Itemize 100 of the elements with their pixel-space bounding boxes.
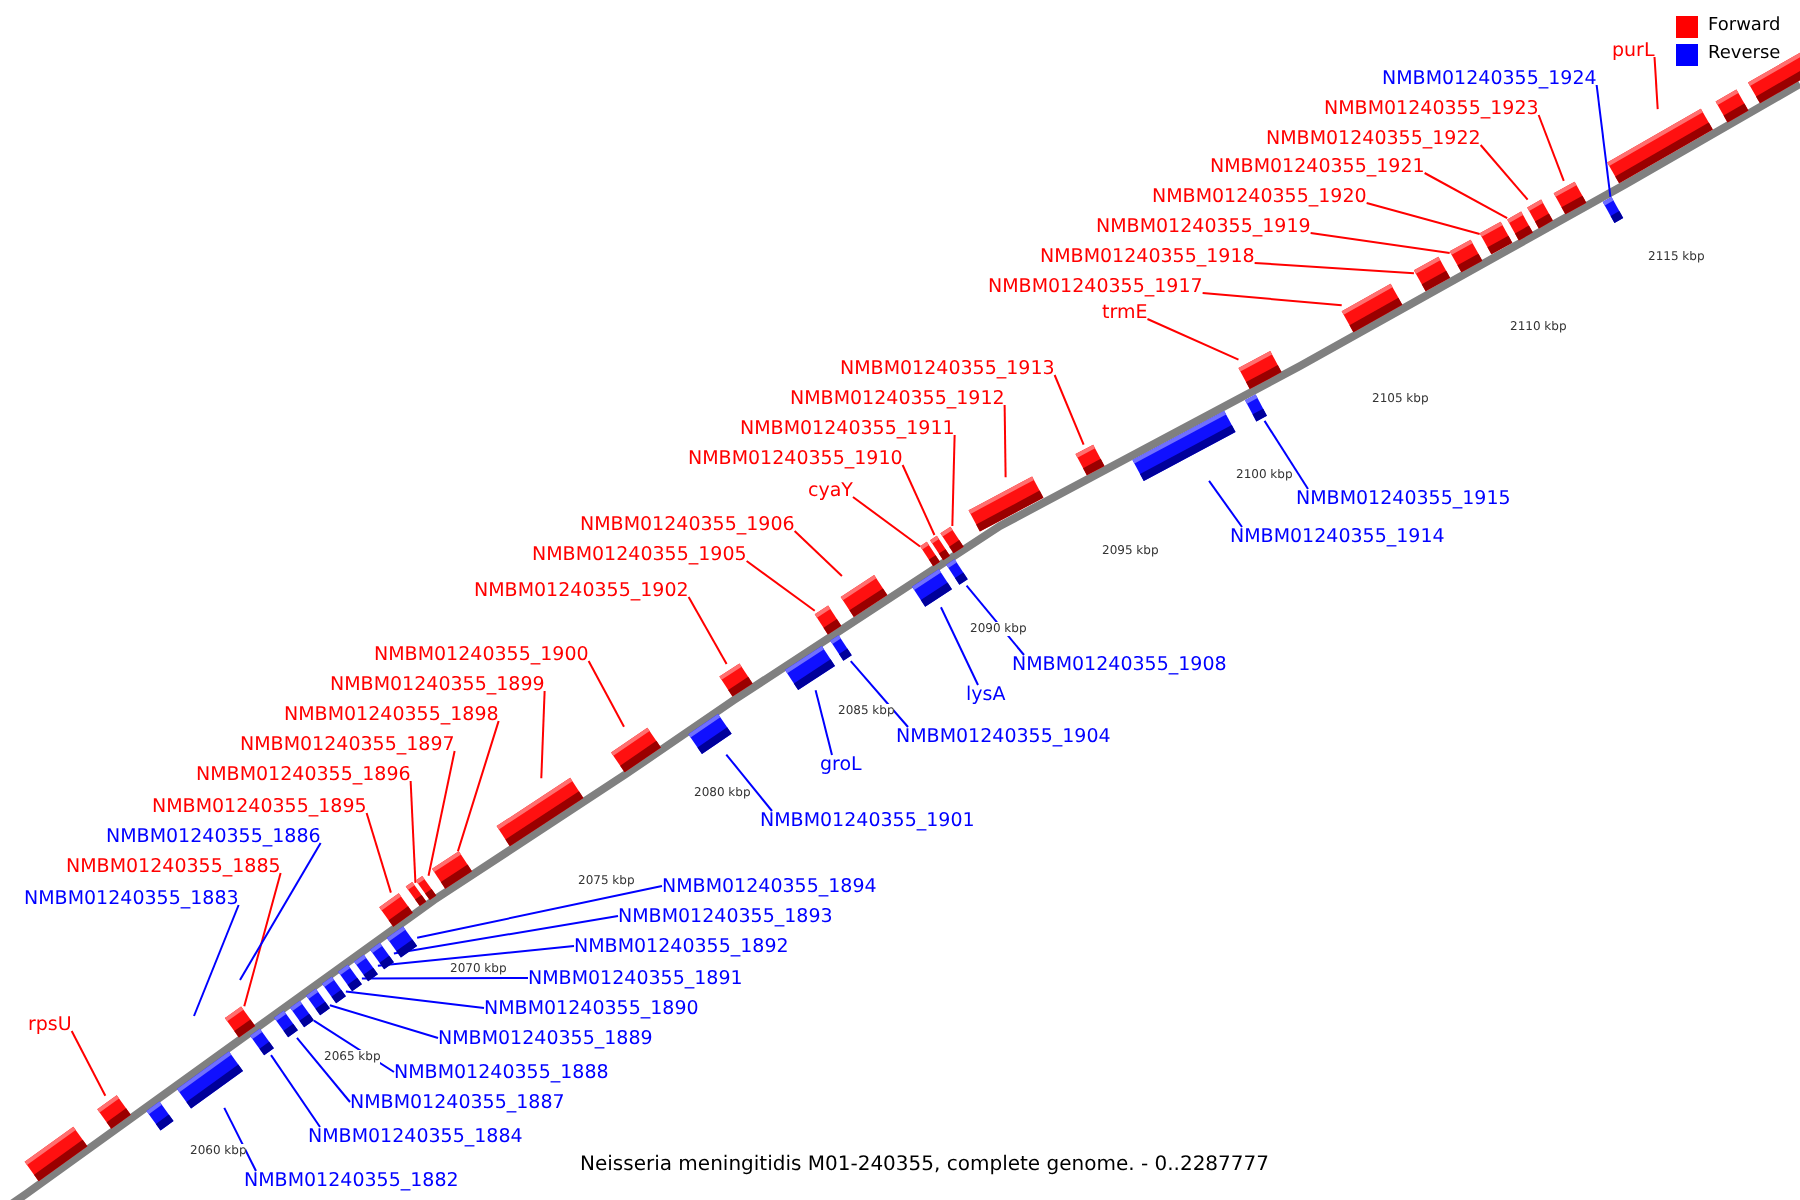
- gene-label: NMBM01240355_1904: [896, 725, 1111, 747]
- leader-line: [1201, 292, 1343, 307]
- leader-line: [1365, 202, 1481, 236]
- leader-line: [687, 596, 728, 666]
- gene-block: [379, 892, 413, 927]
- gene-block: [814, 606, 842, 635]
- gene-block: [829, 635, 851, 662]
- leader-line: [70, 1030, 107, 1097]
- leader-line: [587, 660, 625, 728]
- gene-label: NMBM01240355_1893: [618, 905, 833, 927]
- legend-label: Forward: [1708, 16, 1781, 38]
- gene-label: NMBM01240355_1883: [24, 887, 239, 909]
- gene-label: NMBM01240355_1921: [1210, 155, 1425, 177]
- leader-line: [1653, 56, 1659, 111]
- leader-line: [793, 530, 843, 577]
- gene-label: NMBM01240355_1901: [760, 809, 975, 831]
- gene-label: NMBM01240355_1884: [308, 1125, 523, 1147]
- gene-label: NMBM01240355_1913: [840, 357, 1055, 379]
- leader-line: [1309, 232, 1451, 254]
- leader-line: [1146, 318, 1240, 361]
- gene-label: NMBM01240355_1914: [1230, 525, 1445, 547]
- leader-line: [456, 720, 500, 853]
- leader-line: [745, 560, 816, 612]
- gene-label: trmE: [1102, 301, 1148, 323]
- gene-label: NMBM01240355_1902: [474, 579, 689, 601]
- gene-label: NMBM01240355_1892: [574, 935, 789, 957]
- leader-line: [270, 1054, 321, 1128]
- gene-block: [1715, 88, 1749, 122]
- gene-block: [1238, 350, 1282, 389]
- leader-line: [243, 872, 282, 1008]
- leader-line: [540, 690, 546, 780]
- leader-line: [849, 660, 909, 728]
- gene-block: [274, 1011, 298, 1038]
- gene-label: NMBM01240355_1923: [1324, 97, 1539, 119]
- leader-line: [851, 496, 922, 548]
- leader-line: [223, 1106, 257, 1172]
- caption: Neisseria meningitidis M01-240355, complete genome. - 0..2287777: [580, 1154, 1269, 1178]
- gene-label: NMBM01240355_1896: [196, 763, 411, 785]
- gene-block: [1601, 196, 1623, 223]
- gene-label: NMBM01240355_1908: [1012, 653, 1227, 675]
- gene-block: [945, 560, 967, 586]
- leader-line: [901, 464, 936, 536]
- gene-block: [1527, 199, 1553, 229]
- gene-label: NMBM01240355_1899: [330, 673, 545, 695]
- leader-line: [416, 885, 663, 939]
- legend-label: Reverse: [1708, 44, 1781, 66]
- gene-block: [250, 1028, 274, 1056]
- leader-line: [1003, 404, 1007, 479]
- leader-line: [1537, 114, 1565, 182]
- gene-label: NMBM01240355_1898: [284, 703, 499, 725]
- leader-line: [295, 1036, 351, 1103]
- gene-label: NMBM01240355_1888: [394, 1061, 609, 1083]
- gene-label: groL: [820, 753, 862, 775]
- leader-line: [193, 904, 240, 1017]
- gene-block: [146, 1101, 174, 1130]
- gene-block: [1479, 222, 1513, 255]
- gene-label: NMBM01240355_1922: [1266, 127, 1481, 149]
- leader-line: [1479, 144, 1529, 201]
- leader-line: [1208, 479, 1243, 528]
- gene-block: [1449, 239, 1483, 272]
- gene-block: [338, 965, 362, 992]
- gene-label: NMBM01240355_1917: [988, 275, 1203, 297]
- leader-line: [1253, 262, 1415, 275]
- gene-label: NMBM01240355_1915: [1296, 487, 1511, 509]
- leader-line: [328, 1004, 439, 1039]
- leader-line: [1263, 419, 1309, 490]
- gene-label: rpsU: [28, 1013, 72, 1035]
- leader-line: [1595, 84, 1612, 198]
- gene-block: [97, 1095, 131, 1130]
- leader-line: [1423, 172, 1509, 220]
- gene-block: [306, 988, 330, 1015]
- gene-label: NMBM01240355_1905: [532, 543, 747, 565]
- gene-label: NMBM01240355_1911: [740, 417, 955, 439]
- gene-label: cyaY: [808, 479, 853, 501]
- leader-line: [365, 812, 392, 894]
- leader-line: [725, 753, 773, 812]
- gene-label: NMBM01240355_1919: [1096, 215, 1311, 237]
- gene-label: NMBM01240355_1924: [1382, 67, 1597, 89]
- gene-label: NMBM01240355_1882: [244, 1169, 459, 1191]
- gene-label: NMBM01240355_1910: [688, 447, 903, 469]
- leader-line: [239, 842, 322, 981]
- gene-label: NMBM01240355_1890: [484, 997, 699, 1019]
- gene-label: NMBM01240355_1889: [438, 1027, 653, 1049]
- gene-label: NMBM01240355_1887: [350, 1091, 565, 1113]
- leader-line: [1053, 374, 1085, 446]
- gene-label: NMBM01240355_1885: [66, 855, 281, 877]
- gene-block: [224, 1006, 256, 1038]
- leader-line: [814, 689, 833, 756]
- gene-label: NMBM01240355_1894: [662, 875, 877, 897]
- gene-label: NMBM01240355_1920: [1152, 185, 1367, 207]
- leader-line: [951, 434, 956, 528]
- gene-label: NMBM01240355_1895: [152, 795, 367, 817]
- gene-block: [1245, 394, 1267, 421]
- gene-block: [1507, 210, 1533, 240]
- gene-label: lysA: [966, 683, 1006, 705]
- gene-block: [940, 526, 964, 553]
- gene-label: NMBM01240355_1912: [790, 387, 1005, 409]
- gene-block: [1075, 444, 1105, 476]
- gene-label: NMBM01240355_1886: [106, 825, 321, 847]
- gene-label: NMBM01240355_1918: [1040, 245, 1255, 267]
